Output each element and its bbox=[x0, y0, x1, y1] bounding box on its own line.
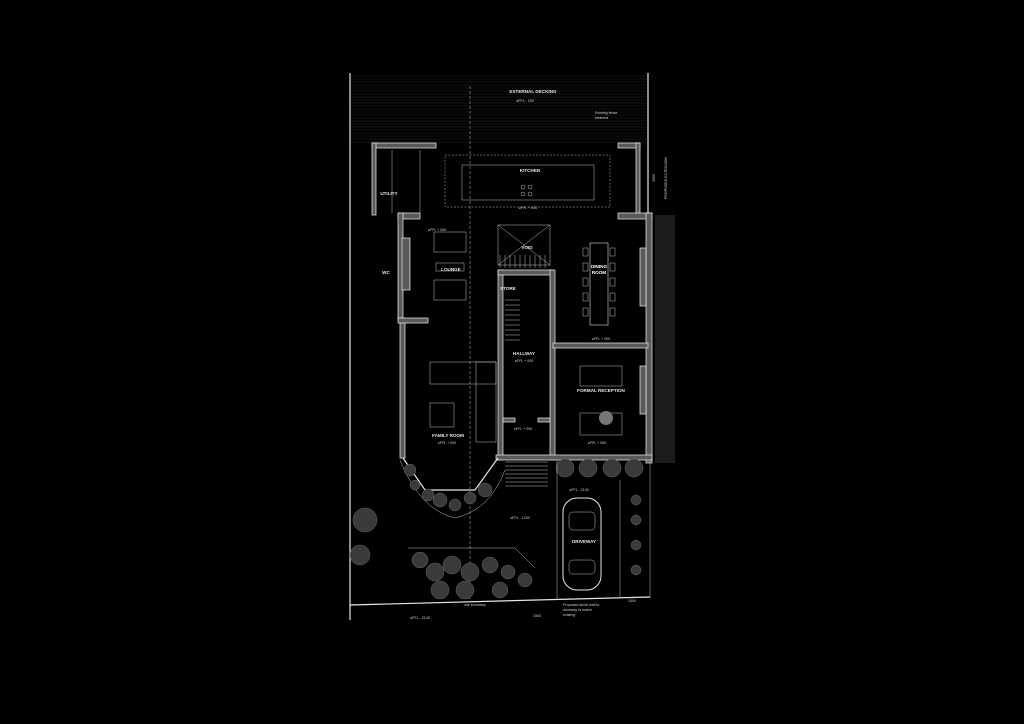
tree-icon bbox=[352, 507, 378, 533]
tree-icon bbox=[432, 492, 448, 508]
label-hallway: HALLWAY bbox=[513, 351, 535, 356]
note-site-boundary: site boundary bbox=[464, 603, 486, 607]
chair bbox=[582, 262, 589, 272]
label-driveway: DRIVEWAY bbox=[572, 539, 596, 544]
note-proposed-extension: PROPOSED EXTENSION bbox=[664, 157, 668, 200]
tree-icon bbox=[491, 581, 509, 599]
dim-1500-a: 1500 bbox=[533, 614, 541, 618]
dim-3000: 3000 bbox=[652, 174, 656, 182]
level-front-garden: ⌀FFL - 1200 bbox=[510, 516, 530, 520]
chair bbox=[609, 292, 616, 302]
level-reception: ⌀FFL + 000 bbox=[588, 441, 607, 445]
tree-icon bbox=[555, 458, 575, 478]
decking-hatch bbox=[351, 75, 647, 143]
tree-icon bbox=[430, 580, 450, 600]
level-decking: ⌀FFL - 150 bbox=[516, 99, 534, 103]
label-utility: UTILITY bbox=[380, 191, 397, 196]
tree-icon bbox=[517, 572, 533, 588]
stairs bbox=[497, 224, 551, 341]
level-lounge: ⌀FFL + 000 bbox=[428, 228, 447, 232]
tree-icon bbox=[500, 564, 516, 580]
chair bbox=[609, 307, 616, 317]
level-family: ⌀FFL + 000 bbox=[438, 441, 457, 445]
label-store: STORE bbox=[500, 286, 516, 291]
chair bbox=[582, 292, 589, 302]
chair bbox=[582, 247, 589, 257]
tree-icon bbox=[442, 555, 462, 575]
label-void: VOID bbox=[521, 245, 533, 250]
car-icon bbox=[562, 497, 602, 591]
chair bbox=[609, 262, 616, 272]
tree-icon bbox=[409, 479, 421, 491]
tree-icon bbox=[425, 562, 445, 582]
note-wall-1: Proposed stone wall to bbox=[563, 603, 599, 607]
label-formal-reception: FORMAL RECEPTION bbox=[577, 388, 625, 393]
main-house bbox=[397, 212, 675, 464]
level-hallway: ⌀FFL + 000 bbox=[515, 359, 534, 363]
tree-icon bbox=[455, 580, 475, 600]
level-driveway: ⌀FFL - 2140 bbox=[569, 488, 589, 492]
label-dining-2: ROOM bbox=[592, 270, 606, 275]
tree-icon bbox=[578, 458, 598, 478]
chair bbox=[582, 277, 589, 287]
label-wc: WC bbox=[382, 270, 390, 275]
tree-icon bbox=[630, 494, 642, 506]
tree-icon bbox=[630, 564, 642, 576]
tree-icon bbox=[481, 556, 499, 574]
tree-icon bbox=[411, 551, 429, 569]
tree-icon bbox=[460, 562, 480, 582]
label-kitchen: KITCHEN bbox=[520, 168, 541, 173]
tree-icon bbox=[630, 514, 642, 526]
note-wall-3: existing. bbox=[563, 613, 576, 617]
note-wall-2: driveway to match bbox=[563, 608, 592, 612]
label-dining-1: DINING bbox=[591, 264, 608, 269]
level-hall-lower: ⌀FFL + 000 bbox=[514, 427, 533, 431]
tree-icon bbox=[630, 539, 642, 551]
note-fence-2: retained bbox=[595, 116, 608, 120]
level-dining: ⌀FFL + 000 bbox=[592, 337, 611, 341]
label-external-decking: EXTERNAL DECKING bbox=[509, 89, 557, 94]
dim-1500-b: 1500 bbox=[628, 599, 636, 603]
level-street: ⌀FFL - 2140 bbox=[410, 616, 430, 620]
tree-icon bbox=[624, 458, 644, 478]
tree-icon bbox=[403, 463, 417, 477]
label-family-room: FAMILY ROOM bbox=[432, 433, 464, 438]
tree-icon bbox=[421, 488, 435, 502]
tree-icon bbox=[349, 544, 371, 566]
tree-icon bbox=[602, 458, 622, 478]
tree-icon bbox=[477, 482, 493, 498]
note-fence-1: Existing fence bbox=[595, 111, 617, 115]
front-garden bbox=[349, 457, 651, 606]
furniture bbox=[429, 231, 623, 443]
chair bbox=[609, 247, 616, 257]
tree-icon bbox=[448, 498, 462, 512]
tree-icon bbox=[463, 491, 477, 505]
label-lounge: LOUNGE bbox=[441, 267, 461, 272]
level-kitchen: ⌀FFL + 000 bbox=[519, 206, 538, 210]
chair bbox=[609, 277, 616, 287]
kitchen-extension bbox=[371, 142, 641, 216]
chair bbox=[582, 307, 589, 317]
